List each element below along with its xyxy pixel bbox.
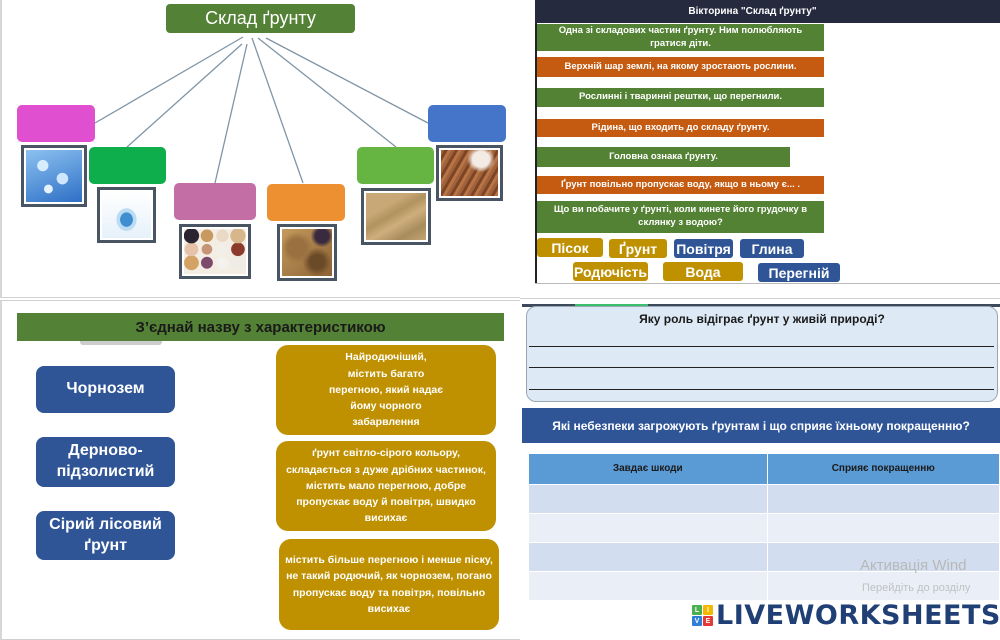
answer-chip-povitria[interactable]: Повітря bbox=[674, 239, 733, 258]
logo-text: LIVEWORKSHEETS bbox=[716, 600, 1000, 631]
sand-image bbox=[361, 188, 431, 245]
answer-chip-voda[interactable]: Вода bbox=[663, 262, 743, 281]
quiz-question-3[interactable]: Рослинні і тваринні рештки, що перегнили… bbox=[537, 88, 824, 107]
quiz-question-6[interactable]: Ґрунт повільно пропускає воду, якщо в нь… bbox=[537, 176, 824, 194]
windows-activation-subtext: Перейдіть до розділу bbox=[862, 582, 971, 594]
answer-chip-hlyna[interactable]: Глина bbox=[740, 239, 804, 258]
humus-image bbox=[277, 224, 337, 281]
concept-map-title: Склад ґрунту bbox=[166, 4, 355, 33]
drop-box-2[interactable] bbox=[89, 147, 166, 184]
drop-box-5[interactable] bbox=[357, 147, 434, 184]
panel-top-border bbox=[522, 304, 1000, 307]
table-cell[interactable] bbox=[767, 512, 1000, 542]
description-2[interactable]: ґрунт світло-сірого кольору, складається… bbox=[276, 441, 496, 531]
table-cell[interactable] bbox=[529, 512, 768, 542]
quiz-question-7[interactable]: Що ви побачите у ґрунті, коли кинете йог… bbox=[537, 201, 824, 233]
quiz-question-1[interactable]: Одна зі складових частин ґрунту. Ним пол… bbox=[537, 24, 824, 51]
answer-line-1[interactable] bbox=[529, 346, 994, 347]
water-splash-image bbox=[97, 187, 156, 243]
table-row bbox=[529, 570, 1000, 600]
answer-chip-pisok[interactable]: Пісок bbox=[537, 238, 603, 257]
quiz-panel-divider bbox=[535, 283, 1000, 284]
soil-samples-image bbox=[179, 224, 251, 279]
matching-title: З’єднай назву з характеристикою bbox=[17, 313, 504, 341]
drop-box-3[interactable] bbox=[174, 183, 256, 220]
description-1[interactable]: Найродючіший, містить багато перегною, я… bbox=[276, 345, 496, 435]
role-question-text: Яку роль відіграє ґрунт у живій природі? bbox=[639, 312, 885, 326]
drop-box-4[interactable] bbox=[267, 184, 345, 221]
term-dernovo-pidzolystyi[interactable]: Дерново-підзолистий bbox=[36, 437, 175, 487]
table-cell[interactable] bbox=[767, 541, 1000, 571]
quiz-header: Вікторина "Склад ґрунту" bbox=[535, 0, 1000, 23]
live-squares-icon: L I V E bbox=[692, 605, 713, 626]
quiz-question-4[interactable]: Рідина, що входить до складу ґрунту. bbox=[537, 119, 824, 137]
liveworksheets-logo: L I V E LIVEWORKSHEETS bbox=[692, 600, 1000, 631]
connector-line bbox=[94, 36, 244, 124]
answer-chip-grunt[interactable]: Ґрунт bbox=[609, 239, 667, 258]
concept-map-connectors bbox=[94, 36, 429, 184]
term-siryi-lisovyi-grunt[interactable]: Сірий лісовий ґрунт bbox=[36, 511, 175, 560]
panel-top-accent bbox=[575, 304, 648, 307]
description-3[interactable]: містить більше перегною і менше піску, н… bbox=[279, 539, 499, 630]
dangers-question: Які небезпеки загрожують ґрунтам і що сп… bbox=[522, 408, 1000, 443]
title-shadow bbox=[80, 340, 162, 345]
logo-square-l: L bbox=[692, 605, 702, 615]
connector-line bbox=[214, 43, 248, 184]
connector-line bbox=[251, 37, 304, 184]
table-cell[interactable] bbox=[529, 541, 768, 571]
column-header-improve: Сприяє покращенню bbox=[767, 454, 1000, 484]
quiz-question-5[interactable]: Головна ознака ґрунту. bbox=[537, 147, 790, 167]
logo-square-v: V bbox=[692, 616, 702, 626]
water-bubbles-image bbox=[21, 145, 87, 207]
drop-box-6[interactable] bbox=[428, 105, 506, 142]
table-cell[interactable] bbox=[529, 483, 768, 513]
table-cell[interactable] bbox=[529, 570, 768, 600]
clay-image bbox=[436, 145, 503, 201]
connector-line bbox=[257, 37, 397, 148]
table-cell[interactable] bbox=[767, 483, 1000, 513]
windows-activation-watermark: Активація Wind bbox=[860, 557, 967, 574]
quiz-question-2[interactable]: Верхній шар землі, на якому зростають ро… bbox=[537, 57, 824, 77]
connector-line bbox=[126, 43, 243, 148]
quiz-panel bbox=[535, 0, 1000, 284]
table-row bbox=[529, 541, 1000, 571]
logo-square-e: E bbox=[703, 616, 713, 626]
answer-chip-rodiuchist[interactable]: Родючість bbox=[573, 262, 648, 281]
term-chornozem[interactable]: Чорнозем bbox=[36, 366, 175, 413]
logo-square-i: I bbox=[703, 605, 713, 615]
table-row bbox=[529, 483, 1000, 513]
table-cell[interactable] bbox=[767, 570, 1000, 600]
answer-line-3[interactable] bbox=[529, 389, 994, 390]
drop-box-1[interactable] bbox=[17, 105, 95, 142]
role-question-box bbox=[526, 306, 998, 402]
table-row bbox=[529, 512, 1000, 542]
dangers-table: Завдає шкоди Сприяє покращенню bbox=[529, 454, 1000, 600]
answer-line-2[interactable] bbox=[529, 367, 994, 368]
connector-line bbox=[265, 37, 429, 124]
answer-chip-perehnii[interactable]: Перегній bbox=[758, 263, 840, 282]
column-header-harm: Завдає шкоди bbox=[529, 454, 768, 484]
